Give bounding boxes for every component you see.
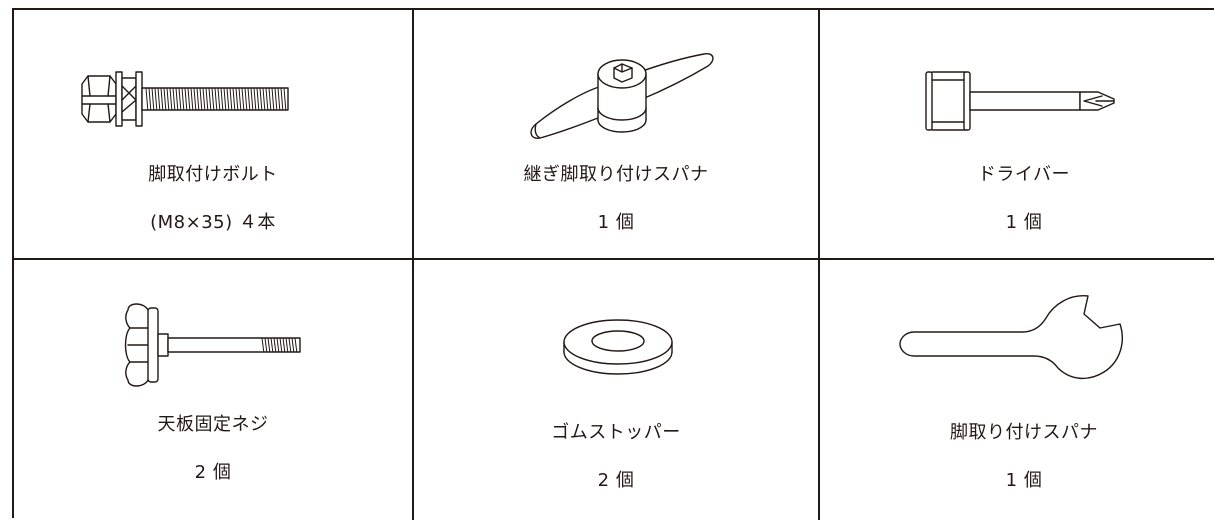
part-cell-screwdriver: ドライバー 1 個 [820,10,1214,258]
bolt-icon [81,71,289,127]
part-name: 天板固定ネジ [157,414,269,435]
part-quantity: 2 個 [597,470,635,491]
part-quantity: (M8×35) ４本 [150,212,276,233]
part-name: 脚取付けボルト [148,164,278,185]
screwdriver-bit-icon [925,71,1115,131]
part-cell-t-handle-wrench: 継ぎ脚取り付けスパナ 1 個 [414,10,818,258]
parts-table: 脚取付けボルト (M8×35) ４本 継ぎ脚取り付けスパナ 1 個 [12,8,1214,520]
column-divider [412,10,414,520]
thumb-screw-icon [124,303,301,387]
part-name: ゴムストッパー [551,422,681,443]
part-quantity: 1 個 [1005,470,1043,491]
part-name: 脚取り付けスパナ [950,422,1098,443]
column-divider [818,10,820,520]
part-quantity: 2 個 [194,462,232,483]
part-name: ドライバー [977,164,1071,185]
row-divider [14,258,1214,260]
part-quantity: 1 個 [597,212,635,233]
part-cell-open-end-wrench: 脚取り付けスパナ 1 個 [820,260,1214,516]
part-name: 継ぎ脚取り付けスパナ [523,164,709,185]
rubber-stopper-icon [563,319,673,375]
t-handle-wrench-icon [530,52,714,139]
part-cell-rubber-stopper: ゴムストッパー 2 個 [414,260,818,516]
part-quantity: 1 個 [1005,212,1043,233]
part-cell-thumb-screw: 天板固定ネジ 2 個 [14,260,412,516]
part-cell-bolt: 脚取付けボルト (M8×35) ４本 [14,10,412,258]
open-end-wrench-icon [899,295,1123,379]
